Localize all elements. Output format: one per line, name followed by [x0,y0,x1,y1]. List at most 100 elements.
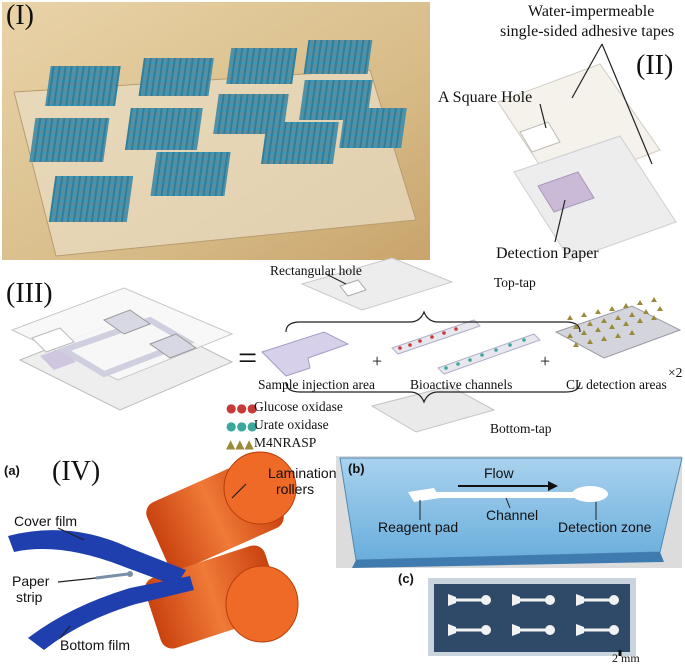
enzyme-particle [408,343,412,347]
m4nrasp-particle [587,339,593,344]
flow-arrowhead [548,481,558,491]
lamination-leader [231,483,247,499]
enzyme-particle [418,339,422,343]
detection-zone-label: Detection zone [558,519,652,535]
mesh-pads [29,40,407,222]
bottom-film-label: Bottom film [60,637,131,653]
cover-film-label: Cover film [14,513,78,529]
paper-device [448,624,491,636]
assembled-hole [31,327,75,353]
panel-IV-a [8,451,299,650]
m4nrasp-particle [595,327,601,332]
paper-strip [95,572,129,580]
m4nrasp-marker: ▲▲▲ [226,437,254,451]
mesh-pad [150,152,231,196]
m4nrasp-particle [629,312,635,317]
plus-sign-2: + [540,351,551,371]
cl-detection-label: CL detection areas [566,377,667,392]
paper-arrow [554,199,566,243]
m4nrasp-particle [595,309,601,314]
paper-device [576,594,619,606]
m4nrasp-particle [615,315,621,320]
m4nrasp-particle [657,306,663,311]
paper-device [512,594,555,606]
brace-top [285,310,581,333]
paper-label: Paper [12,573,50,589]
detection-zone-shape [572,486,608,502]
equals-sign: = [238,340,258,377]
assembled-cl-area-2 [148,333,198,359]
panel-II-label: (II) [636,50,674,81]
m4nrasp-particle [623,321,629,326]
enzyme-particle [454,327,458,331]
panel-IV-b [336,456,683,568]
chip-edge [352,552,664,568]
legend-glucose-oxidase: Glucose oxidase [254,399,343,414]
top-tap-label: Top-tap [494,275,536,290]
mesh-pad [124,108,203,150]
component-bottom-tap [370,385,496,433]
bioactive-channels-label: Bioactive channels [410,377,513,392]
m4nrasp-particle [573,324,579,329]
scale-label: 2 mm [612,651,640,665]
panel-IV-c-label: (c) [398,571,414,586]
photo-chip [434,584,630,652]
m4nrasp-particle [567,333,573,338]
m4nrasp-particle [615,333,621,338]
reagent-pad-shape [408,488,440,502]
bottom-tap-label: Bottom-tap [490,421,552,436]
assembled-cl-area-1 [102,309,152,335]
hole-arrow [539,103,547,129]
mesh-pad [226,48,298,84]
enzyme-particle [430,335,434,339]
mesh-pad [45,66,121,106]
component-cl-area [554,305,682,359]
m4nrasp-particle [587,321,593,326]
glucose-oxidase-marker: ●●● [226,401,258,415]
enzyme-particle [442,331,446,335]
m4nrasp-particle [643,309,649,314]
component-injection [261,331,350,377]
enzyme-particle [444,366,448,370]
square-hole-label: A Square Hole [438,89,533,106]
lamination-label: Lamination [268,465,337,481]
panel-IV-a-label: (a) [4,463,20,478]
cover-film [8,530,186,586]
m4nrasp-particle [601,336,607,341]
paper-device [512,624,555,636]
m4nrasp-particle [637,300,643,305]
upper-roller-end [223,451,297,525]
legend-urate-oxidase: Urate oxidase [254,417,329,432]
panel-IV-b-label: (b) [348,461,365,476]
enzyme-particle [480,353,484,357]
mesh-pad [48,176,134,222]
m4nrasp-particle [573,342,579,347]
enzyme-particle [456,362,460,366]
m4nrasp-particle [609,306,615,311]
channel-label: Channel [486,507,539,523]
urate-oxidase-marker: ●●● [226,419,258,433]
bottom-film-leader [59,625,71,639]
brace-bottom [285,381,581,404]
panel-IV-label: (IV) [52,456,101,487]
component-top-tap-hole [339,279,367,297]
cover-film-leader [57,527,85,541]
mesh-pad [260,122,339,164]
plus-sign-1: + [372,351,383,371]
square-hole [519,121,561,153]
m4nrasp-particle [601,318,607,323]
enzyme-particle [468,358,472,362]
paper-device [576,624,619,636]
legend-m4nrasp: M4NRASP [254,435,317,450]
tape-arrow-1 [571,43,603,99]
times-two-label: ×2 [668,365,683,380]
rectangular-hole-label: Rectangular hole [270,263,362,278]
channel-shape [434,492,574,498]
component-top-tap [300,257,454,311]
m4nrasp-particle [629,330,635,335]
strip-label: strip [16,589,43,605]
m4nrasp-particle [637,318,643,323]
tape-arrow-2 [601,43,653,165]
sample-injection-label: Sample injection area [258,377,375,392]
